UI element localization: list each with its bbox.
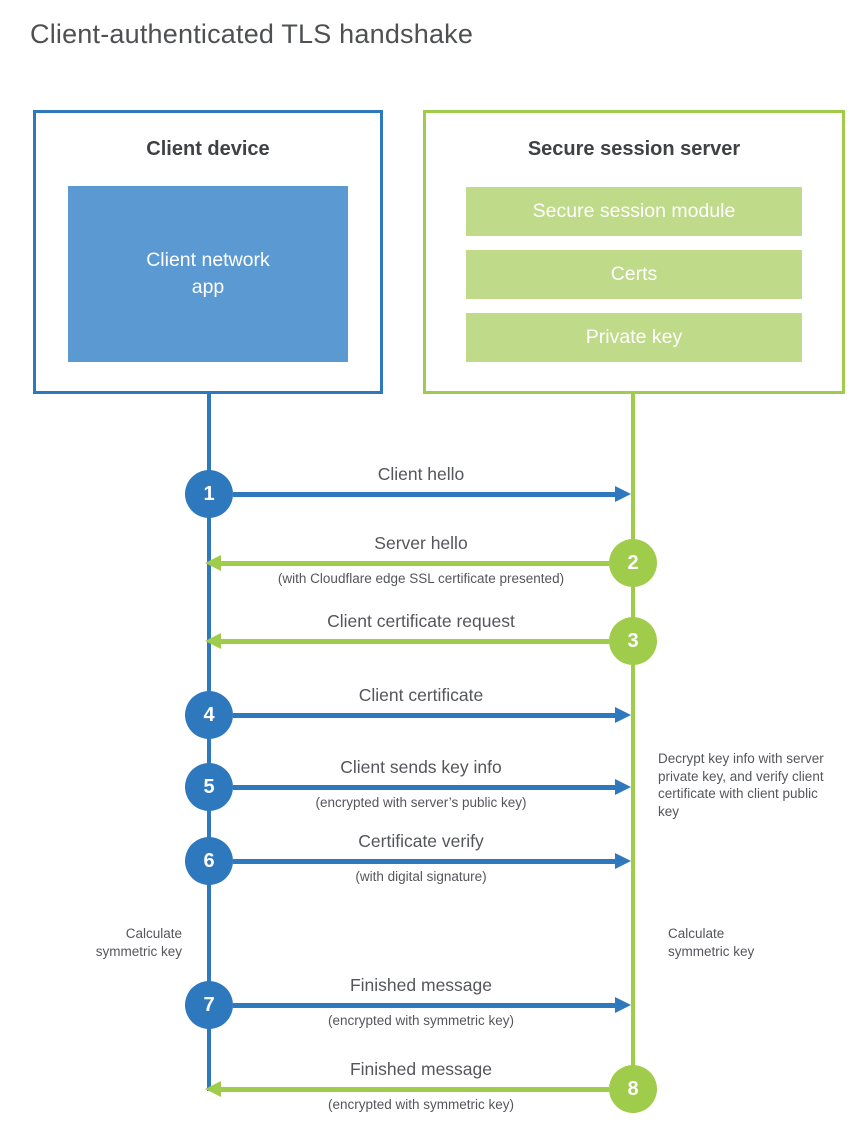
step-2-arrowhead-icon: [205, 555, 221, 571]
step-6-sublabel: (with digital signature): [355, 869, 487, 884]
step-8-label: Finished message: [349, 1059, 493, 1079]
client-network-app-label: Client network app: [146, 248, 270, 298]
step-8-sublabel: (encrypted with symmetric key): [327, 1097, 515, 1112]
decrypt-note: Decrypt key info with server private key…: [658, 751, 824, 819]
step-1-arrowhead-icon: [615, 486, 631, 502]
calculate-symmetric-key-right: Calculate symmetric key: [668, 926, 755, 959]
step-5-arrowhead-icon: [615, 779, 631, 795]
step-7-label: Finished message: [349, 975, 493, 995]
step-7-arrowhead-icon: [615, 997, 631, 1013]
step-3-arrowhead-icon: [205, 633, 221, 649]
step-6-label: Certificate verify: [358, 831, 484, 851]
step-4-circle: 4: [185, 691, 233, 739]
step-1-label: Client hello: [377, 464, 465, 484]
step-1-arrow: [233, 492, 615, 497]
step-3-circle: 3: [609, 617, 657, 665]
step-5-circle: 5: [185, 763, 233, 811]
step-8-arrow: [221, 1087, 609, 1092]
server-module-row: Secure session module: [466, 187, 802, 236]
step-5-arrow: [233, 785, 615, 790]
step-3-arrow: [221, 639, 609, 644]
step-8-arrowhead-icon: [205, 1081, 221, 1097]
step-6-arrow: [233, 859, 615, 864]
step-2-label: Server hello: [374, 533, 468, 553]
step-2-arrow: [221, 561, 609, 566]
step-7-circle: 7: [185, 981, 233, 1029]
server-lifeline: [631, 392, 635, 1069]
step-6-circle: 6: [185, 837, 233, 885]
step-5-sublabel: (encrypted with server’s public key): [315, 795, 527, 810]
step-7-sublabel: (encrypted with symmetric key): [327, 1013, 515, 1028]
step-3-label: Client certificate request: [327, 611, 515, 631]
step-2-sublabel: (with Cloudflare edge SSL certificate pr…: [277, 571, 565, 586]
client-network-app-box: Client network app: [68, 186, 348, 362]
step-4-label: Client certificate: [358, 685, 484, 705]
page-title: Client-authenticated TLS handshake: [30, 19, 474, 49]
server-module-row: Private key: [466, 313, 802, 362]
step-2-circle: 2: [609, 539, 657, 587]
client-device-heading: Client device: [146, 138, 270, 160]
secure-session-server-box: Secure session server Secure session mod…: [423, 110, 845, 394]
secure-session-server-heading: Secure session server: [527, 138, 741, 160]
step-4-arrowhead-icon: [615, 707, 631, 723]
step-6-arrowhead-icon: [615, 853, 631, 869]
server-module-row: Certs: [466, 250, 802, 299]
step-5-label: Client sends key info: [340, 757, 502, 777]
step-7-arrow: [233, 1003, 615, 1008]
calculate-symmetric-key-left: Calculate symmetric key: [95, 926, 182, 959]
step-1-circle: 1: [185, 470, 233, 518]
client-device-box: Client device Client network app: [33, 110, 383, 394]
client-lifeline: [207, 392, 211, 1091]
step-4-arrow: [233, 713, 615, 718]
step-8-circle: 8: [609, 1065, 657, 1113]
